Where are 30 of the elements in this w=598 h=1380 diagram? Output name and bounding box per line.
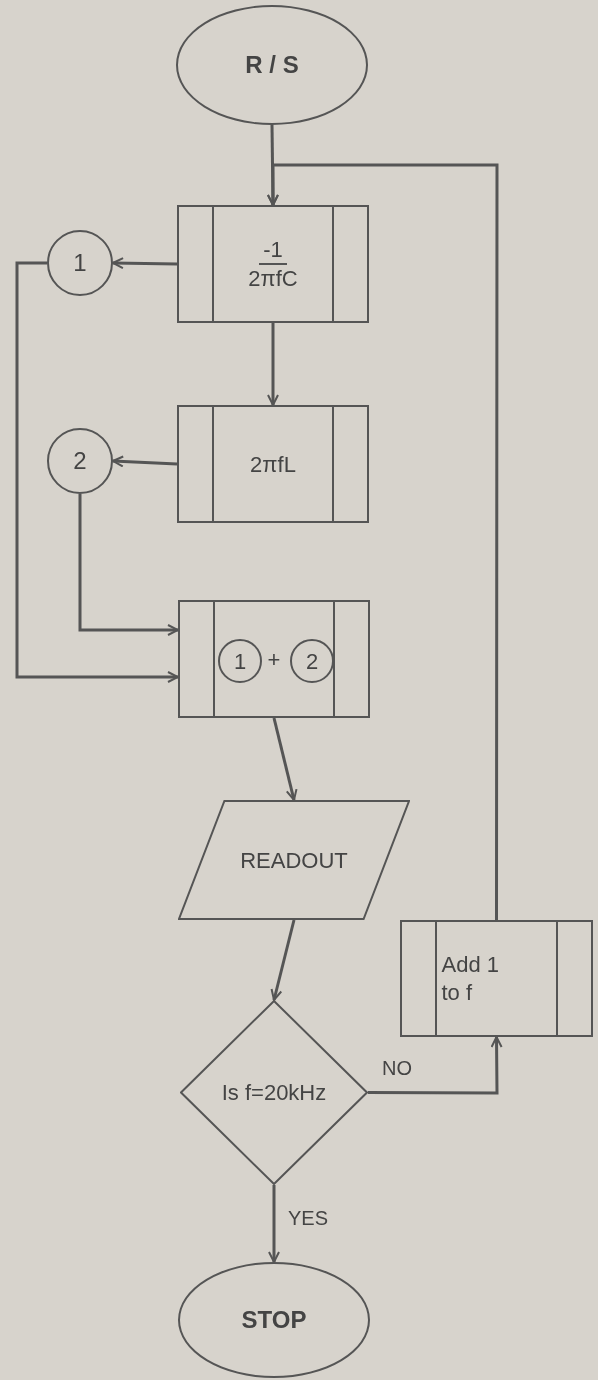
flow-arrow xyxy=(368,1036,503,1095)
flow-arrow xyxy=(268,1185,280,1263)
flow-arrow xyxy=(266,124,279,206)
process-label: 2πfL xyxy=(250,451,296,477)
flow-arrow xyxy=(112,455,178,468)
terminal-oval xyxy=(176,5,368,125)
flow-arrow xyxy=(267,323,279,406)
process-box xyxy=(400,920,593,1037)
terminal-label: STOP xyxy=(241,1305,307,1335)
flow-arrow xyxy=(272,717,298,801)
readout-label: READOUT xyxy=(240,846,348,875)
flow-arrow xyxy=(267,163,499,920)
flow-arrow xyxy=(112,257,178,270)
fraction-numerator: -1 xyxy=(259,235,287,265)
process-box xyxy=(177,205,369,323)
flow-arrow xyxy=(78,494,179,636)
edge-label: YES xyxy=(288,1208,329,1228)
fraction-denominator: 2πfC xyxy=(247,265,299,293)
terminal-label: R / S xyxy=(245,50,299,80)
flow-arrow xyxy=(270,919,296,1001)
process-label: + xyxy=(267,646,281,672)
decision-label: Is f=20kHz xyxy=(221,1079,327,1107)
edge-label: NO xyxy=(382,1058,412,1078)
decision-diamond xyxy=(180,1000,368,1185)
flow-arrow xyxy=(15,261,179,683)
process-box xyxy=(177,405,369,523)
terminal-oval xyxy=(178,1262,370,1378)
process-box xyxy=(178,600,370,718)
process-label: Add 1 to f xyxy=(441,951,500,1006)
readout-parallelogram xyxy=(178,800,410,920)
